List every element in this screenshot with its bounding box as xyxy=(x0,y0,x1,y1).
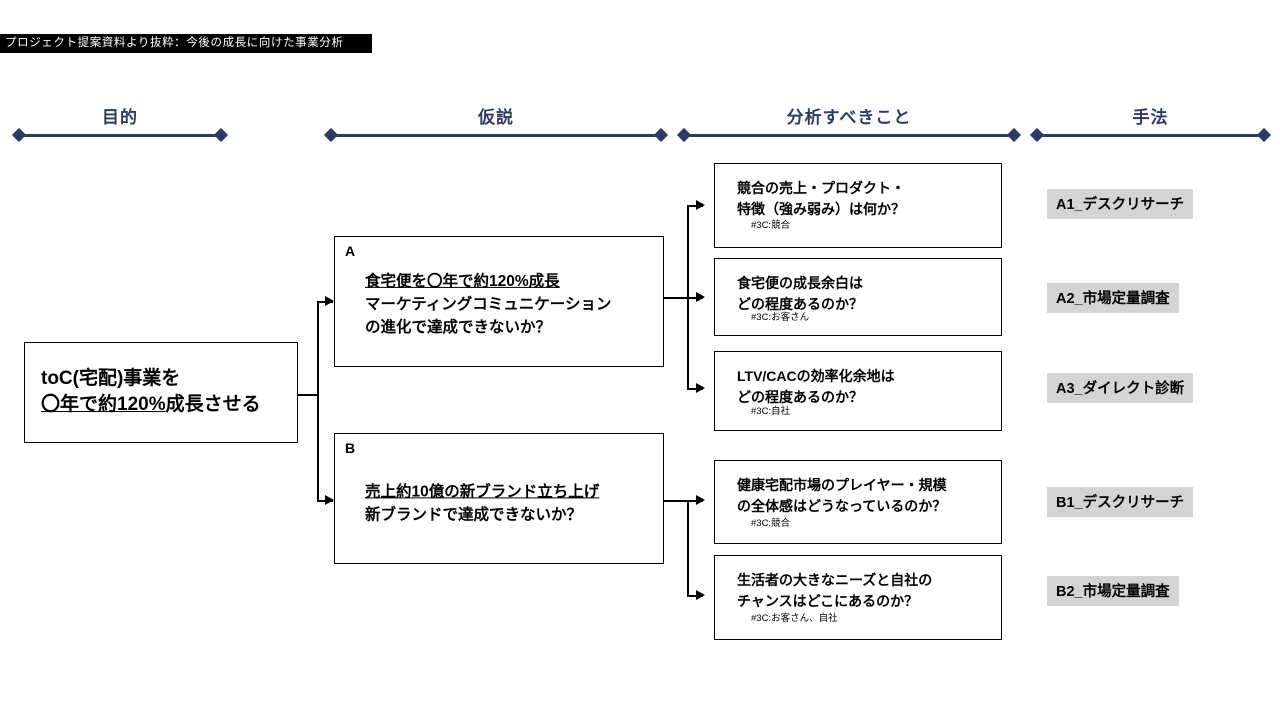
analysis-2-line-2: どの程度あるのか？ xyxy=(737,295,863,312)
goal-line-2-underlined: 〇年で約120% xyxy=(41,394,166,416)
analysis-5-line-1: 生活者の大きなニーズと自社の xyxy=(737,572,933,588)
column-rule-method xyxy=(1029,127,1272,143)
analysis-box-1[interactable]: 競合の売上・プロダクト・ 特徴（強み弱み）は何か？ #3C:競合 xyxy=(714,163,1002,248)
analysis-4-line-1: 健康宅配市場のプレイヤー・規模 xyxy=(737,477,947,493)
analysis-1-text: 競合の売上・プロダクト・ 特徴（強み弱み）は何か？ xyxy=(737,178,905,219)
rule-tip-left-icon xyxy=(1029,127,1045,143)
analysis-box-3[interactable]: LTV/CACの効率化余地は どの程度あるのか？ #3C:自社 xyxy=(714,351,1002,431)
analysis-2-tag: #3C:お客さん xyxy=(751,312,810,323)
arrowhead-to-analysis-2-icon xyxy=(696,292,705,302)
method-label-a3[interactable]: A3_ダイレクト診断 xyxy=(1047,373,1194,403)
analysis-box-5[interactable]: 生活者の大きなニーズと自社の チャンスはどこにあるのか？ #3C:お客さん、自社 xyxy=(714,555,1002,640)
goal-text: toC(宅配)事業を 〇年で約120%成長させる xyxy=(41,366,261,420)
goal-line-2: 〇年で約120%成長させる xyxy=(41,393,261,420)
analysis-4-line-2: の全体感はどうなっているのか？ xyxy=(737,497,947,514)
analysis-4-tag: #3C:競合 xyxy=(751,518,791,529)
rule-tip-left-icon xyxy=(323,127,339,143)
rule-bar xyxy=(684,134,1014,137)
analysis-3-line-1: LTV/CACの効率化余地は xyxy=(737,368,895,384)
analysis-5-tag: #3C:お客さん、自社 xyxy=(751,613,838,624)
hypothesis-a-line-3: の進化で達成できないか？ xyxy=(365,318,552,336)
hypothesis-b-line-2: 新ブランドで達成できないか？ xyxy=(365,506,583,524)
arrowhead-to-analysis-1-icon xyxy=(696,200,705,210)
column-rule-hypothesis xyxy=(323,127,669,143)
method-label-b2[interactable]: B2_市場定量調査 xyxy=(1047,576,1179,606)
method-label-b1[interactable]: B1_デスクリサーチ xyxy=(1047,487,1194,517)
analysis-2-line-1: 食宅便の成長余白は xyxy=(737,275,863,291)
analysis-3-text: LTV/CACの効率化余地は どの程度あるのか？ xyxy=(737,366,895,407)
rule-tip-left-icon xyxy=(676,127,692,143)
rule-tip-right-icon xyxy=(653,127,669,143)
hypothesis-b-text: 売上約10億の新ブランド立ち上げ 新ブランドで達成できないか？ xyxy=(365,480,599,527)
arrowhead-to-analysis-5-icon xyxy=(696,590,705,600)
connector-b-spine xyxy=(687,500,689,596)
hypothesis-a-line-1: 食宅便を〇年で約120%成長 xyxy=(365,272,560,290)
connector-a-to-analysis-3 xyxy=(687,388,703,390)
connector-a-to-analysis-2 xyxy=(687,297,703,299)
connector-b-to-analysis-4 xyxy=(687,500,703,502)
connector-goal-spine xyxy=(317,301,319,501)
connector-b-to-analysis-5 xyxy=(687,595,703,597)
column-rule-purpose xyxy=(11,127,229,143)
column-header-hypothesis: 仮説 xyxy=(478,108,514,127)
connector-b-stub xyxy=(664,500,688,502)
arrowhead-to-hypothesis-a-icon xyxy=(325,296,334,306)
method-label-a1[interactable]: A1_デスクリサーチ xyxy=(1047,189,1194,219)
column-header-method: 手法 xyxy=(1132,108,1169,127)
analysis-5-line-2: チャンスはどこにあるのか？ xyxy=(737,592,919,609)
rule-tip-right-icon xyxy=(1256,127,1272,143)
method-label-a2[interactable]: A2_市場定量調査 xyxy=(1047,283,1179,313)
hypothesis-b-line-1: 売上約10億の新ブランド立ち上げ xyxy=(365,482,600,500)
analysis-box-4[interactable]: 健康宅配市場のプレイヤー・規模 の全体感はどうなっているのか？ #3C:競合 xyxy=(714,460,1002,544)
analysis-3-tag: #3C:自社 xyxy=(751,406,791,417)
hypothesis-a-text: 食宅便を〇年で約120%成長 マーケティングコミュニケーション の進化で達成でき… xyxy=(365,269,611,339)
arrowhead-to-analysis-3-icon xyxy=(696,383,705,393)
hypothesis-box-a[interactable]: A 食宅便を〇年で約120%成長 マーケティングコミュニケーション の進化で達成… xyxy=(334,236,664,367)
analysis-box-2[interactable]: 食宅便の成長余白は どの程度あるのか？ #3C:お客さん xyxy=(714,258,1002,336)
goal-line-1: toC(宅配)事業を xyxy=(41,367,181,389)
hypothesis-box-b[interactable]: B 売上約10億の新ブランド立ち上げ 新ブランドで達成できないか？ xyxy=(334,433,664,564)
rule-tip-right-icon xyxy=(213,127,229,143)
connector-a-to-analysis-1 xyxy=(687,205,703,207)
analysis-1-line-2: 特徴（強み弱み）は何か？ xyxy=(737,200,905,217)
analysis-1-line-1: 競合の売上・プロダクト・ xyxy=(737,180,905,196)
rule-tip-left-icon xyxy=(11,127,27,143)
connector-a-stub xyxy=(664,297,688,299)
analysis-3-line-2: どの程度あるのか？ xyxy=(737,388,863,405)
analysis-4-text: 健康宅配市場のプレイヤー・規模 の全体感はどうなっているのか？ xyxy=(737,475,947,516)
goal-box[interactable]: toC(宅配)事業を 〇年で約120%成長させる xyxy=(24,342,298,443)
column-header-purpose: 目的 xyxy=(102,108,138,127)
rule-bar xyxy=(1037,134,1264,137)
hypothesis-a-label: A xyxy=(345,243,356,259)
analysis-5-text: 生活者の大きなニーズと自社の チャンスはどこにあるのか？ xyxy=(737,570,932,611)
rule-bar xyxy=(19,134,221,137)
rule-tip-right-icon xyxy=(1006,127,1022,143)
slide-banner-title: プロジェクト提案資料より抜粋：今後の成長に向けた事業分析 xyxy=(0,34,372,53)
analysis-1-tag: #3C:競合 xyxy=(751,220,791,231)
goal-line-2-rest: 成長させる xyxy=(165,394,261,416)
column-rule-analysis xyxy=(676,127,1022,143)
column-header-analysis: 分析すべきこと xyxy=(786,108,912,127)
arrowhead-to-analysis-4-icon xyxy=(696,495,705,505)
hypothesis-a-line-2: マーケティングコミュニケーション xyxy=(365,295,612,313)
connector-goal-stub xyxy=(298,394,318,396)
analysis-2-text: 食宅便の成長余白は どの程度あるのか？ xyxy=(737,273,863,314)
rule-bar xyxy=(331,134,661,137)
hypothesis-b-label: B xyxy=(345,440,356,456)
arrowhead-to-hypothesis-b-icon xyxy=(325,495,334,505)
